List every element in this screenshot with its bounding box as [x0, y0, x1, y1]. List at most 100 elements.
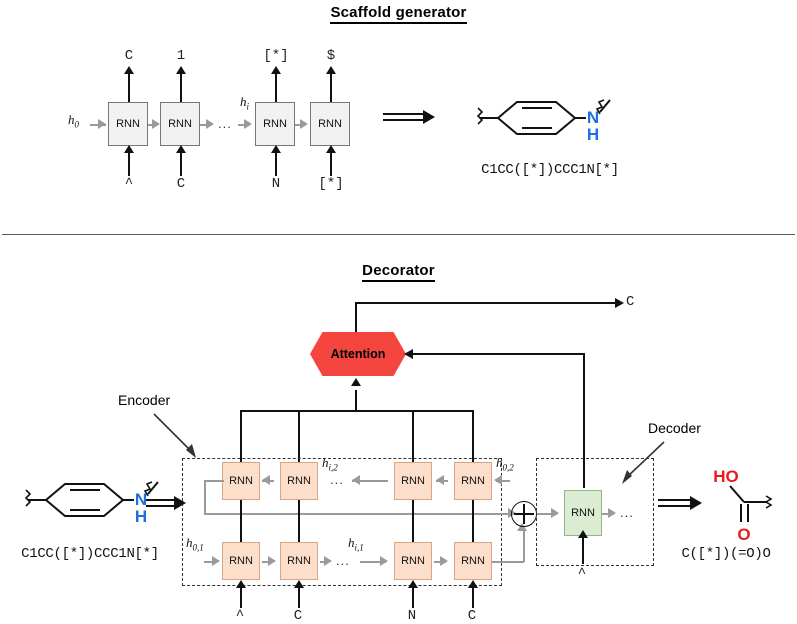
- decorator-output-smiles: C([*])(=O)O: [681, 546, 771, 562]
- decorator-output-hydroxyl-label: HO: [713, 467, 739, 486]
- scaffold-in-arrow-0: [124, 145, 134, 153]
- encoder-backward-ellipsis: ...: [330, 472, 344, 487]
- encoder-boundary-box: [182, 458, 502, 586]
- encoder-forward-ellipsis: ...: [336, 553, 350, 568]
- scaffold-section-title: Scaffold generator: [0, 4, 797, 24]
- encoder-forward-link-2: [360, 561, 386, 563]
- decorator-panel: Decorator C Attention Encoder Decoder RN…: [0, 250, 797, 624]
- encoder-forward-cell-2: RNN: [394, 542, 432, 580]
- scaffold-in-line-0: [128, 150, 130, 176]
- encoder-bus-drop-0: [240, 410, 242, 462]
- scaffold-link-1: [200, 124, 210, 126]
- encoder-backward-link-1: [352, 480, 388, 482]
- scaffold-input-token-1: C: [176, 176, 186, 192]
- encoder-backward-cell-1: RNN: [280, 462, 318, 500]
- decorator-output-oxygen-label: O: [737, 525, 750, 544]
- encoder-backward-arrow-2: [436, 475, 444, 485]
- scaffold-in-line-2: [275, 150, 277, 176]
- encoder-forward-out-h: [492, 561, 524, 563]
- scaffold-link-0: [148, 124, 154, 126]
- scaffold-output-token-0: C: [124, 48, 134, 64]
- decoder-input-token: ^: [577, 566, 587, 582]
- encoder-bus-drop-1: [298, 410, 300, 462]
- encoder-label: Encoder: [118, 392, 171, 408]
- encoder-col-link-0: [240, 500, 242, 542]
- scaffold-molecule-structure: N H: [476, 99, 611, 144]
- encoder-forward-cell-0: RNN: [222, 542, 260, 580]
- encoder-backward-cell-3: RNN: [454, 462, 492, 500]
- encoder-pointer-arrow: [153, 413, 196, 458]
- attention-node: Attention: [310, 332, 406, 376]
- encoder-bus-line: [240, 410, 474, 412]
- encoder-forward-cell-3: RNN: [454, 542, 492, 580]
- encoder-input-token-1: C: [293, 608, 303, 624]
- scaffold-output-token-3: $: [326, 48, 336, 64]
- attention-feedback-line-v: [583, 353, 585, 488]
- panel-divider: [2, 234, 795, 235]
- decorator-section-title: Decorator: [0, 262, 797, 282]
- scaffold-implies-arrow: [383, 110, 435, 124]
- encoder-backward-arrow-3: [494, 475, 502, 485]
- scaffold-output-token-2: [*]: [263, 48, 289, 64]
- encoder-bus-drop-2: [412, 410, 414, 462]
- encoder-backward-wrap-v: [204, 480, 206, 514]
- encoder-forward-link-0: [262, 561, 272, 563]
- encoder-input-arrow-3: [468, 580, 478, 588]
- scaffold-rnn-cell-0: RNN: [108, 102, 148, 146]
- concat-to-decoder-arrow: [551, 508, 559, 518]
- attention-output-line-h: [355, 302, 617, 304]
- encoder-h01-label: h0,1: [186, 535, 204, 553]
- encoder-input-arrow-0: [236, 580, 246, 588]
- encoder-h01-line: [204, 561, 216, 563]
- attention-feedback-arrow: [404, 349, 413, 359]
- scaffold-out-line-2: [275, 72, 277, 102]
- encoder-forward-cell-1: RNN: [280, 542, 318, 580]
- decoder-ellipsis: ...: [620, 505, 634, 520]
- scaffold-in-line-1: [180, 150, 182, 176]
- scaffold-out-arrow-1: [176, 66, 186, 74]
- attention-input-arrow: [351, 378, 361, 386]
- scaffold-h0-arrow: [98, 119, 106, 129]
- scaffold-link-3: [295, 124, 301, 126]
- encoder-hi1-label: hi,1: [348, 535, 364, 553]
- scaffold-hydrogen-label: H: [587, 125, 599, 144]
- scaffold-out-line-3: [330, 72, 332, 102]
- decorator-input-nitrogen-label: N: [135, 490, 147, 509]
- scaffold-generator-panel: Scaffold generator C 1 [*] $ h0 RNN RNN …: [0, 0, 797, 228]
- scaffold-rnn-cell-2: RNN: [255, 102, 295, 146]
- encoder-input-line-1: [298, 586, 300, 608]
- attention-feedback-line-h: [406, 353, 584, 355]
- encoder-forward-arrow-2: [380, 556, 388, 566]
- encoder-forward-arrow-0: [268, 556, 276, 566]
- scaffold-out-line-0: [128, 72, 130, 102]
- scaffold-input-token-0: ^: [124, 176, 134, 192]
- scaffold-out-arrow-3: [326, 66, 336, 74]
- scaffold-in-arrow-1: [176, 145, 186, 153]
- encoder-backward-wrap-bottom: [204, 513, 510, 515]
- encoder-forward-arrow-3: [440, 556, 448, 566]
- encoder-input-token-2: N: [407, 608, 417, 624]
- decoder-label: Decoder: [648, 420, 701, 436]
- scaffold-in-arrow-3: [326, 145, 336, 153]
- scaffold-link-arrow-2: [244, 119, 252, 129]
- scaffold-rnn-cell-3: RNN: [310, 102, 350, 146]
- decorator-input-smiles: C1CC([*])CCC1N[*]: [21, 546, 159, 562]
- scaffold-rnn-cell-1: RNN: [160, 102, 200, 146]
- encoder-col-link-2: [412, 500, 414, 542]
- scaffold-result-smiles: C1CC([*])CCC1N[*]: [481, 162, 619, 178]
- encoder-col-link-3: [472, 500, 474, 542]
- decorator-input-molecule: N H: [24, 481, 159, 526]
- scaffold-out-line-1: [180, 72, 182, 102]
- encoder-h02-label: h0,2: [496, 455, 514, 473]
- scaffold-in-arrow-2: [271, 145, 281, 153]
- scaffold-ellipsis: ...: [218, 116, 232, 131]
- encoder-backward-arrow-0: [262, 475, 270, 485]
- scaffold-out-arrow-2: [271, 66, 281, 74]
- encoder-forward-out-v: [523, 530, 525, 562]
- encoder-backward-wrap-top: [204, 480, 224, 482]
- attention-output-token: C: [626, 294, 635, 310]
- decoder-input-line: [582, 536, 584, 564]
- decorator-input-implies-arrow: [146, 496, 186, 510]
- decorator-input-hydrogen-label: H: [135, 507, 147, 526]
- encoder-backward-link-3: [496, 480, 510, 482]
